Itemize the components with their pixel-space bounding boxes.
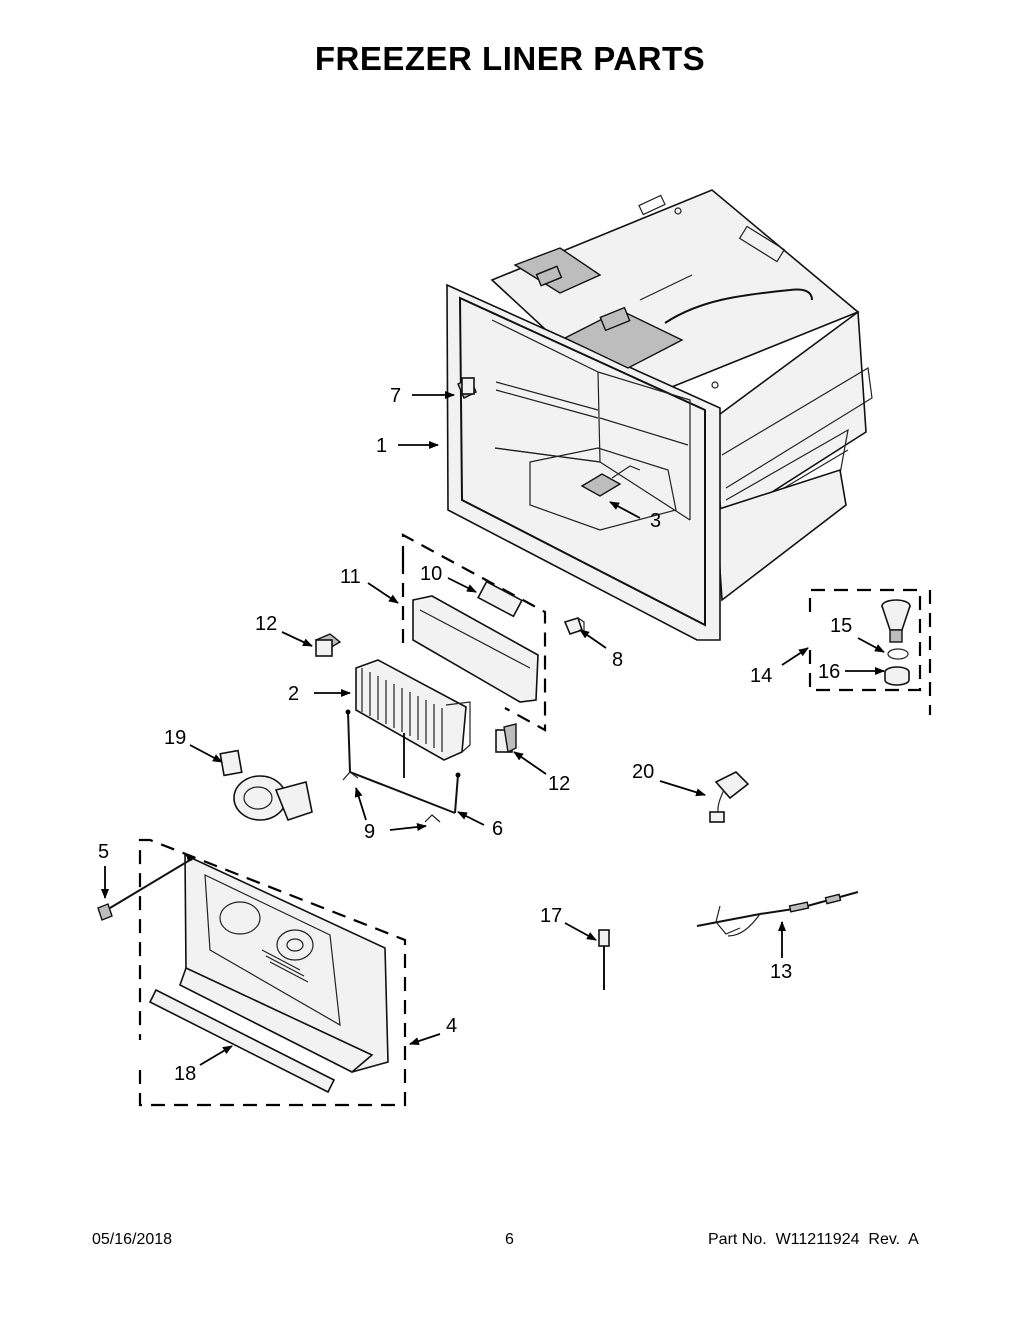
callout-5: 5 <box>98 841 109 863</box>
callout-18: 18 <box>174 1063 196 1085</box>
defrost-heater-part-6 <box>342 709 461 823</box>
part-3-sensor <box>580 465 641 497</box>
part-7-switch <box>457 377 477 399</box>
part-20-wiring-bracket <box>709 771 750 823</box>
callout-20: 20 <box>632 761 654 783</box>
callout-12-bottom: 12 <box>548 773 570 795</box>
freezer-liner-part-1 <box>446 189 873 641</box>
part-16-washer <box>884 666 910 686</box>
callout-7: 7 <box>390 385 401 407</box>
part-12-terminal-bottom <box>495 723 517 754</box>
evaporator-fan-part-19 <box>219 749 313 821</box>
evaporator-cover-group-11 <box>401 533 547 732</box>
callout-15: 15 <box>830 615 852 637</box>
callout-8: 8 <box>612 649 623 671</box>
callout-9: 9 <box>364 821 375 843</box>
callout-16: 16 <box>818 661 840 683</box>
callout-11: 11 <box>340 566 361 588</box>
callout-17: 17 <box>540 905 562 927</box>
part-4-rear-panel-group <box>138 838 407 1107</box>
callout-10: 10 <box>420 563 442 585</box>
part-14-dashed-group <box>808 588 932 715</box>
callout-labels: 7 1 3 10 11 12 8 2 19 12 20 9 6 15 16 14… <box>98 385 852 1085</box>
evaporator-part-2 <box>355 659 471 778</box>
callout-14: 14 <box>750 665 772 687</box>
callout-13: 13 <box>770 961 792 983</box>
footer-part-number: Part No. W11211924 Rev. A <box>708 1231 919 1248</box>
part-17-thermistor <box>598 929 610 990</box>
callout-12-top: 12 <box>255 613 277 635</box>
callout-19: 19 <box>164 727 186 749</box>
callout-6: 6 <box>492 818 503 840</box>
footer-date: 05/16/2018 <box>92 1231 173 1248</box>
part-12-terminal-top <box>314 633 342 657</box>
part-13-wire-harness <box>696 891 859 937</box>
part-5-screw <box>97 855 193 921</box>
page-title: FREEZER LINER PARTS <box>314 40 706 77</box>
callout-2: 2 <box>288 683 299 705</box>
part-15-drain-fitting <box>881 599 911 660</box>
callout-1: 1 <box>376 435 387 457</box>
callout-3: 3 <box>650 510 661 532</box>
footer-page-number: 6 <box>505 1231 514 1248</box>
leader-lines <box>101 391 885 1066</box>
callout-4: 4 <box>446 1015 457 1037</box>
